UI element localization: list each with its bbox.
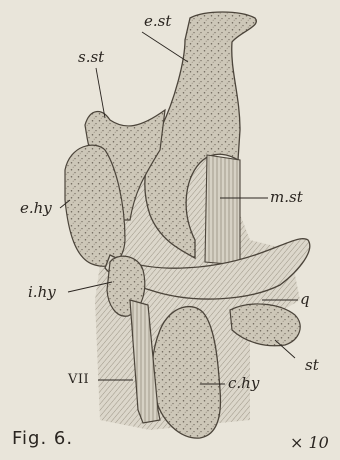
label-st: st <box>305 358 319 373</box>
label-q: q <box>300 292 310 307</box>
label-m-st: m.st <box>270 190 303 205</box>
label-vii: VII <box>68 373 89 386</box>
label-c-hy: c.hy <box>228 376 259 391</box>
figure-caption: Fig. 6. <box>12 428 73 449</box>
mediostapedial-shaft <box>205 155 240 265</box>
magnification-label: × 10 <box>290 433 329 452</box>
label-e-hy: e.hy <box>20 201 52 216</box>
label-i-hy: i.hy <box>28 285 56 300</box>
label-s-st: s.st <box>78 50 104 65</box>
label-e-st: e.st <box>144 14 171 29</box>
